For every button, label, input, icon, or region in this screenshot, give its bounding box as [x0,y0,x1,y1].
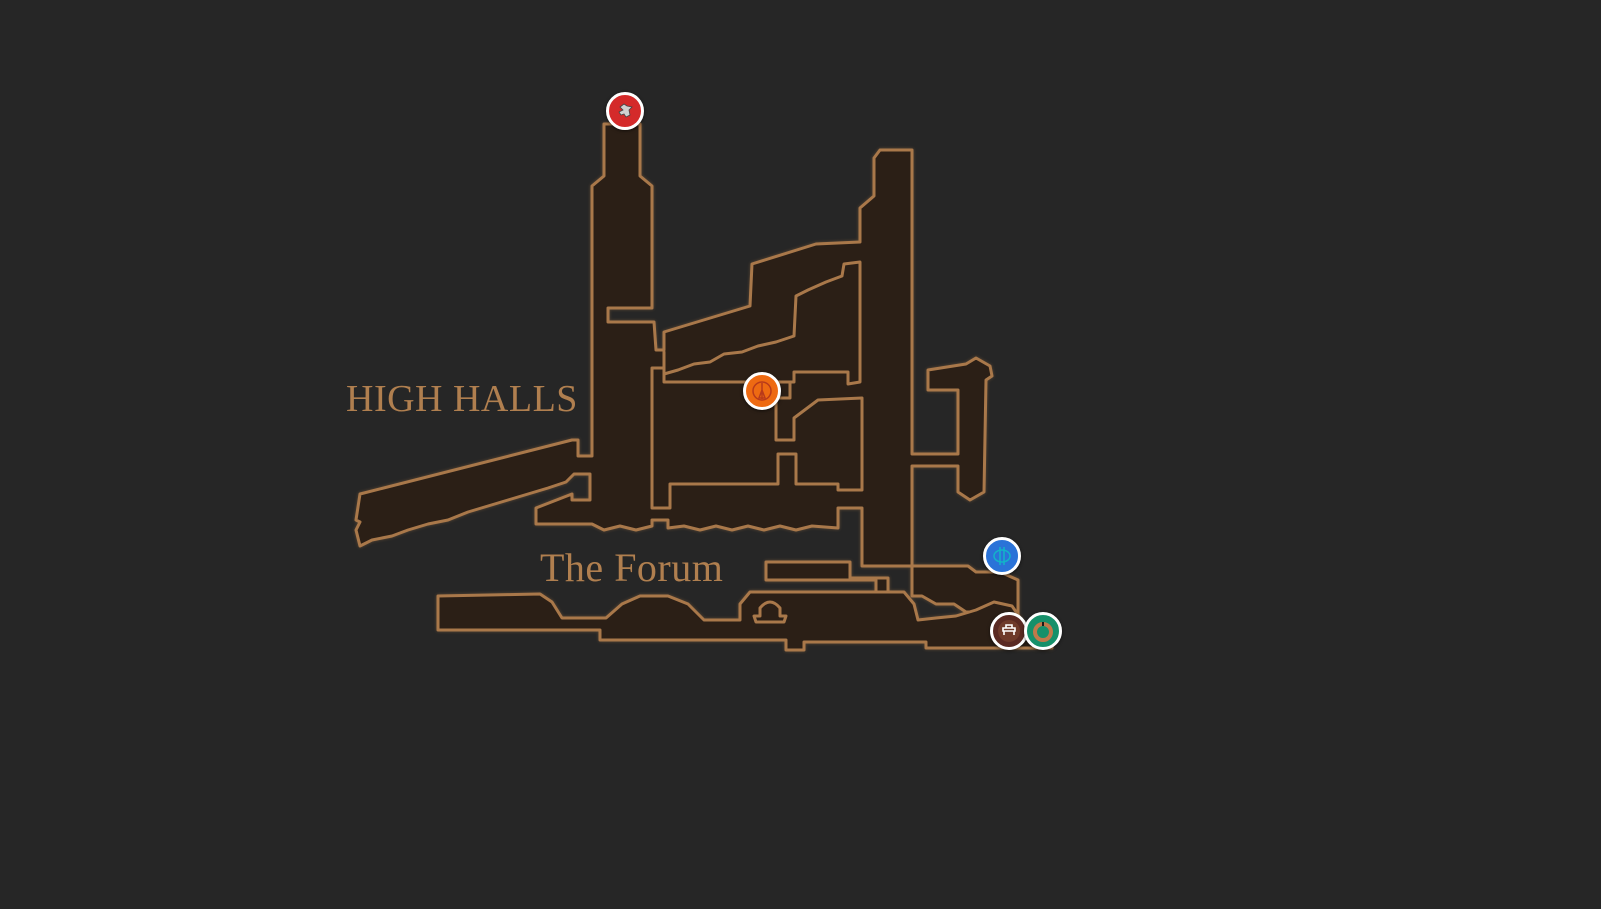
marker-green-ring[interactable] [1024,612,1062,650]
fountain-icon [752,600,788,624]
portal-icon [993,547,1011,565]
room-middle [650,366,864,510]
label-high-halls: HIGH HALLS [346,378,578,420]
marker-brown-bench[interactable] [990,612,1028,650]
marker-blue-portal[interactable] [983,537,1021,575]
marker-orange-spire[interactable] [743,372,781,410]
marker-red-fighter[interactable] [606,92,644,130]
room-upper-stair [662,260,862,386]
spire-icon [752,381,772,401]
room-forum-bottom [436,590,1054,652]
bench-icon [998,620,1020,642]
fighter-icon [618,103,633,118]
ring-icon [1033,622,1053,642]
label-the-forum: The Forum [540,545,724,590]
